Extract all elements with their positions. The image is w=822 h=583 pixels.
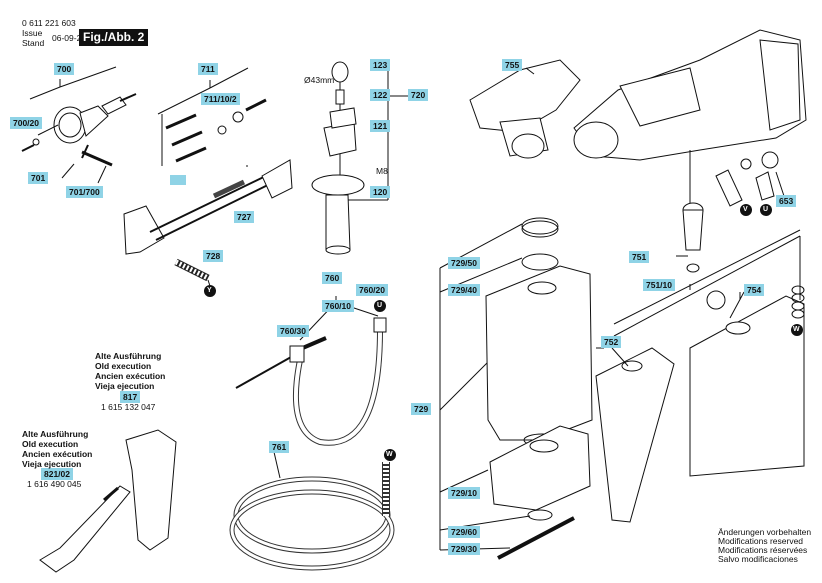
- filter-bag: [689, 290, 805, 477]
- chuck-key: [81, 144, 113, 167]
- part-label-760-30[interactable]: 760/30: [277, 325, 309, 337]
- old-exec-1-part-number: 1 615 132 047: [101, 402, 156, 412]
- part-label-751-10[interactable]: 751/10: [643, 279, 675, 291]
- handle-clamp: [323, 61, 357, 157]
- part-label-754[interactable]: 754: [744, 284, 765, 296]
- old-handle: [125, 429, 177, 551]
- part-label-720[interactable]: 720: [408, 89, 429, 101]
- old-tool-holder: [39, 485, 131, 573]
- old-exec-2-line-0: Alte Ausführung: [22, 429, 89, 439]
- part-label-122[interactable]: 122: [370, 89, 391, 101]
- marker-w-hose: W: [386, 451, 393, 458]
- marker-u-parts: U: [763, 206, 769, 213]
- part-label-729-50[interactable]: 729/50: [448, 257, 480, 269]
- drill-bits: [165, 98, 267, 163]
- vacuum-hose: [229, 462, 395, 571]
- diameter-note: Ø43mm: [304, 75, 335, 85]
- old-exec-1-line-0: Alte Ausführung: [95, 351, 162, 361]
- part-label-752[interactable]: 752: [601, 336, 622, 348]
- dust-nozzle: [682, 202, 704, 273]
- part-label-761[interactable]: 761: [269, 441, 290, 453]
- part-label-728[interactable]: 728: [203, 250, 224, 262]
- drill-chuck: [21, 105, 109, 152]
- footer-line-0: Änderungen vorbehalten: [718, 527, 812, 537]
- old-exec-2-line-2: Ancien exécution: [22, 449, 93, 459]
- part-label-711[interactable]: 711: [198, 63, 218, 75]
- old-exec-1-line-1: Old execution: [95, 361, 152, 371]
- figure-title: Fig./Abb. 2: [79, 29, 149, 46]
- old-exec-1-line-2: Ancien exécution: [95, 371, 166, 381]
- rotary-hammer: [573, 29, 807, 161]
- marker-u-hose: U: [377, 302, 383, 309]
- stand-label: Stand: [22, 38, 45, 48]
- part-label-700[interactable]: 700: [54, 63, 75, 75]
- spring: [174, 258, 210, 282]
- part-label-817[interactable]: 817: [120, 391, 141, 403]
- part-label-729-40[interactable]: 729/40: [448, 284, 480, 296]
- thread-note: M8: [376, 166, 388, 176]
- part-label-729-60[interactable]: 729/60: [448, 526, 480, 538]
- part-label-711-10-2[interactable]: 711/10/2: [201, 93, 240, 105]
- document-number: 0 611 221 603: [22, 18, 76, 28]
- old-exec-2-part-number: 1 616 490 045: [27, 479, 82, 489]
- part-label-727[interactable]: 727: [234, 211, 255, 223]
- part-label-729-30[interactable]: 729/30: [448, 543, 480, 555]
- old-exec-1-line-3: Vieja ejecution: [95, 381, 155, 391]
- part-label-760-10[interactable]: 760/10: [322, 300, 354, 312]
- seal-rings: [521, 217, 559, 271]
- part-label-empty[interactable]: [170, 175, 186, 185]
- part-label-121[interactable]: 121: [370, 120, 391, 132]
- filter: [489, 425, 591, 511]
- dust-extraction-attachment: [123, 159, 293, 255]
- issue-date: 06-09-25: [52, 33, 87, 43]
- footer-line-2: Modifications réservées: [718, 545, 808, 555]
- dust-bag: [595, 347, 675, 523]
- side-handle: [311, 174, 365, 255]
- part-label-120[interactable]: 120: [370, 186, 391, 198]
- part-label-701[interactable]: 701: [28, 172, 49, 184]
- small-parts: [715, 151, 779, 207]
- part-label-751[interactable]: 751: [629, 251, 650, 263]
- old-exec-2-line-1: Old execution: [22, 439, 79, 449]
- spring-w: [791, 285, 805, 319]
- issue-label: Issue: [22, 28, 43, 38]
- footer-line-1: Modifications reserved: [718, 536, 804, 546]
- part-label-821-02[interactable]: 821/02: [41, 468, 73, 480]
- marker-w-spring: W: [793, 326, 800, 333]
- part-label-760-20[interactable]: 760/20: [356, 284, 388, 296]
- chuck-adapter: [101, 93, 137, 115]
- dust-container: [485, 265, 593, 447]
- old-exec-2-line-3: Vieja ejecution: [22, 459, 82, 469]
- part-label-729[interactable]: 729: [411, 403, 432, 415]
- footer-line-3: Salvo modificaciones: [718, 554, 798, 564]
- marker-v-parts: V: [743, 206, 748, 213]
- part-label-755[interactable]: 755: [502, 59, 523, 71]
- part-label-760[interactable]: 760: [322, 272, 343, 284]
- part-label-729-10[interactable]: 729/10: [448, 487, 480, 499]
- part-label-123[interactable]: 123: [370, 59, 391, 71]
- part-label-653[interactable]: 653: [776, 195, 797, 207]
- part-label-700-20[interactable]: 700/20: [10, 117, 42, 129]
- angle-drilling-attachment: [469, 59, 581, 159]
- suction-tube: [235, 317, 387, 446]
- part-label-701-700[interactable]: 701/700: [66, 186, 103, 198]
- marker-y-spring: Y: [207, 287, 212, 294]
